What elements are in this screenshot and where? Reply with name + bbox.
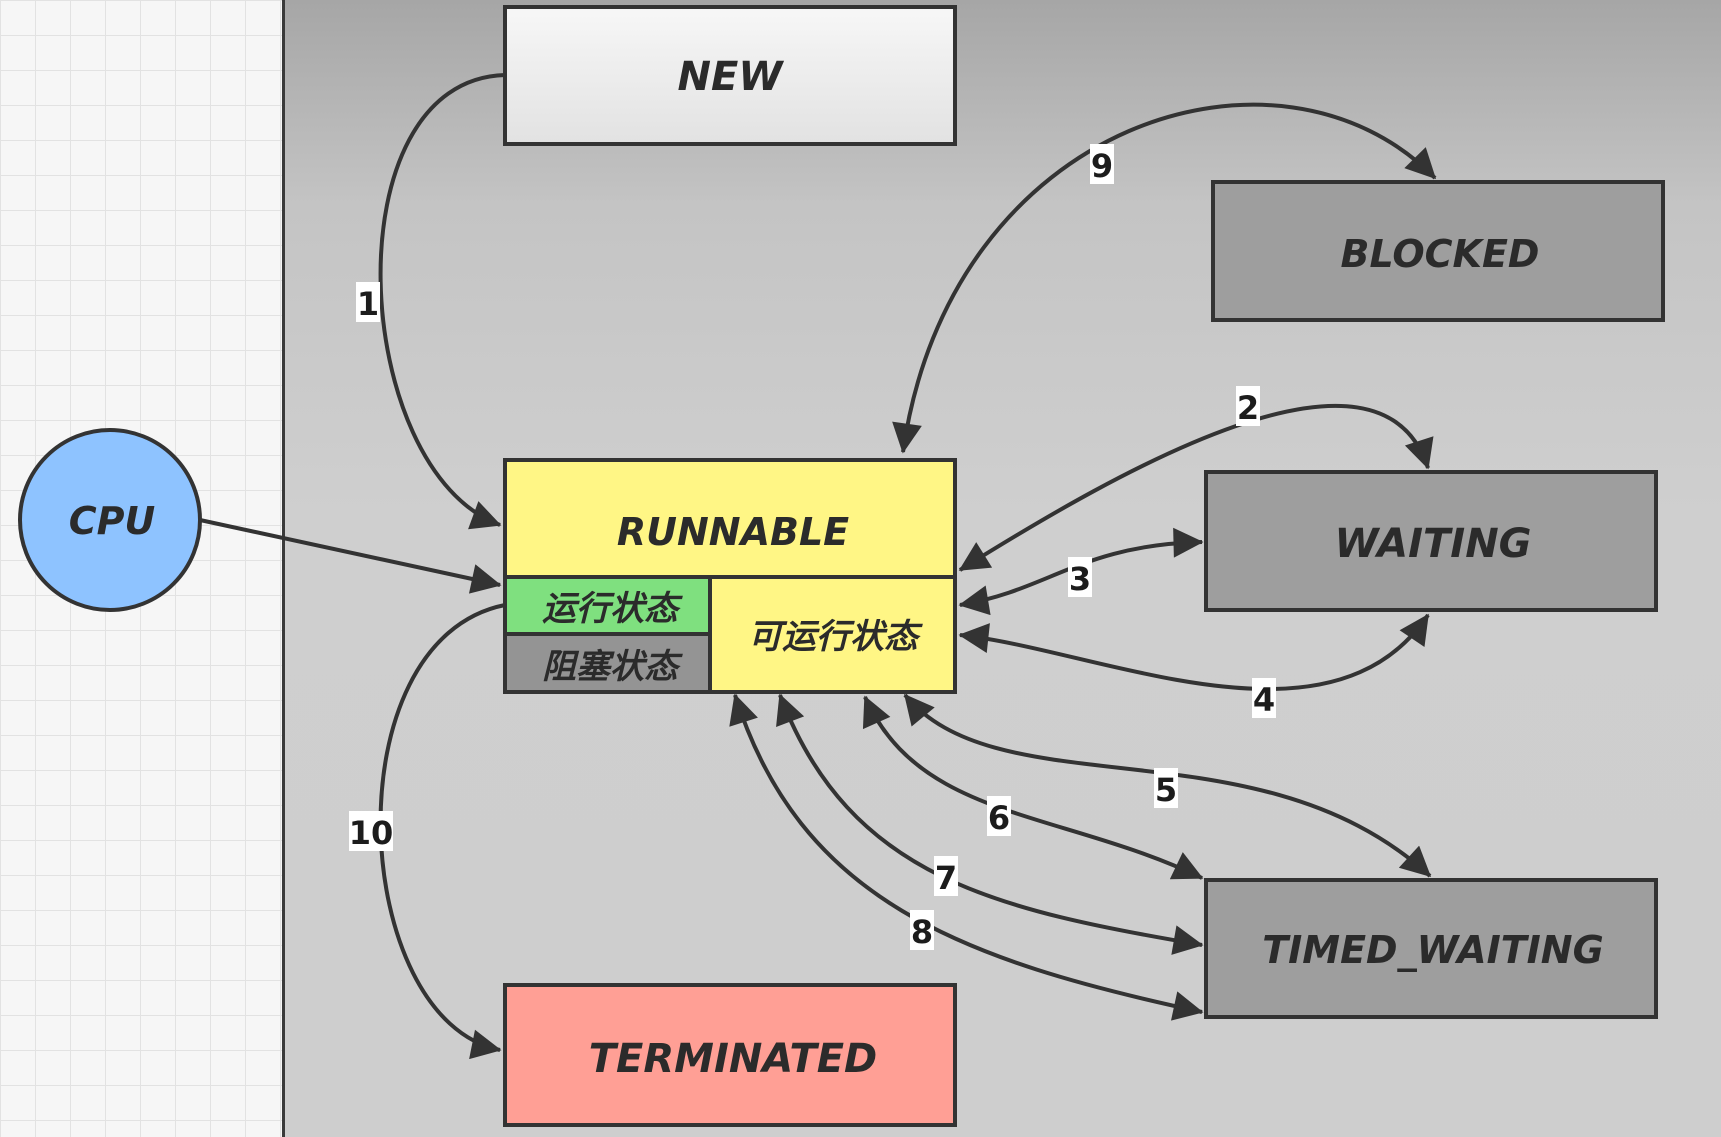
- edge-3-label: 3: [1069, 560, 1091, 598]
- node-runnable-label: RUNNABLE: [617, 510, 849, 554]
- edge-8-path: [729, 693, 1204, 1021]
- edge-9-label: 9: [1091, 147, 1113, 185]
- node-terminated[interactable]: TERMINATED: [503, 983, 957, 1127]
- node-waiting[interactable]: WAITING: [1204, 470, 1658, 612]
- edge-6-label: 6: [988, 799, 1010, 837]
- sub-state-running-label: 运行状态: [542, 589, 683, 629]
- sub-state-blocked-label: 阻塞状态: [542, 647, 683, 687]
- node-timed-waiting[interactable]: TIMED_WAITING: [1204, 878, 1658, 1019]
- edge-2-label: 2: [1237, 389, 1259, 427]
- node-terminated-label: TERMINATED: [589, 1036, 878, 1082]
- edge-1-path: [378, 73, 506, 530]
- node-cpu[interactable]: CPU: [18, 428, 202, 612]
- sub-state-ready-label: 可运行状态: [748, 617, 923, 657]
- edge-6-path: [862, 695, 1204, 880]
- node-new-label: NEW: [678, 54, 785, 100]
- node-runnable[interactable]: RUNNABLE 运行状态 阻塞状态 可运行状态: [503, 458, 957, 694]
- node-blocked-label: BLOCKED: [1341, 232, 1540, 276]
- edge-4-path: [958, 613, 1430, 692]
- edge-5-label: 5: [1155, 771, 1177, 809]
- edge-9-path: [892, 102, 1437, 454]
- node-cpu-label: CPU: [69, 499, 156, 543]
- edge-4-label: 4: [1253, 681, 1275, 719]
- sub-state-ready[interactable]: [708, 575, 957, 694]
- node-waiting-label: WAITING: [1334, 521, 1531, 567]
- node-blocked[interactable]: BLOCKED: [1211, 180, 1665, 322]
- node-timed-waiting-label: TIMED_WAITING: [1262, 928, 1604, 972]
- edge-7-label: 7: [935, 859, 957, 897]
- edge-8-label: 8: [911, 913, 933, 951]
- edge-10-label: 10: [349, 814, 394, 852]
- edge-1-label: 1: [357, 285, 379, 323]
- edge-10-path: [378, 603, 506, 1060]
- sub-state-running[interactable]: [503, 575, 712, 636]
- node-new[interactable]: NEW: [503, 5, 957, 146]
- edge-cpu-path: [199, 518, 502, 594]
